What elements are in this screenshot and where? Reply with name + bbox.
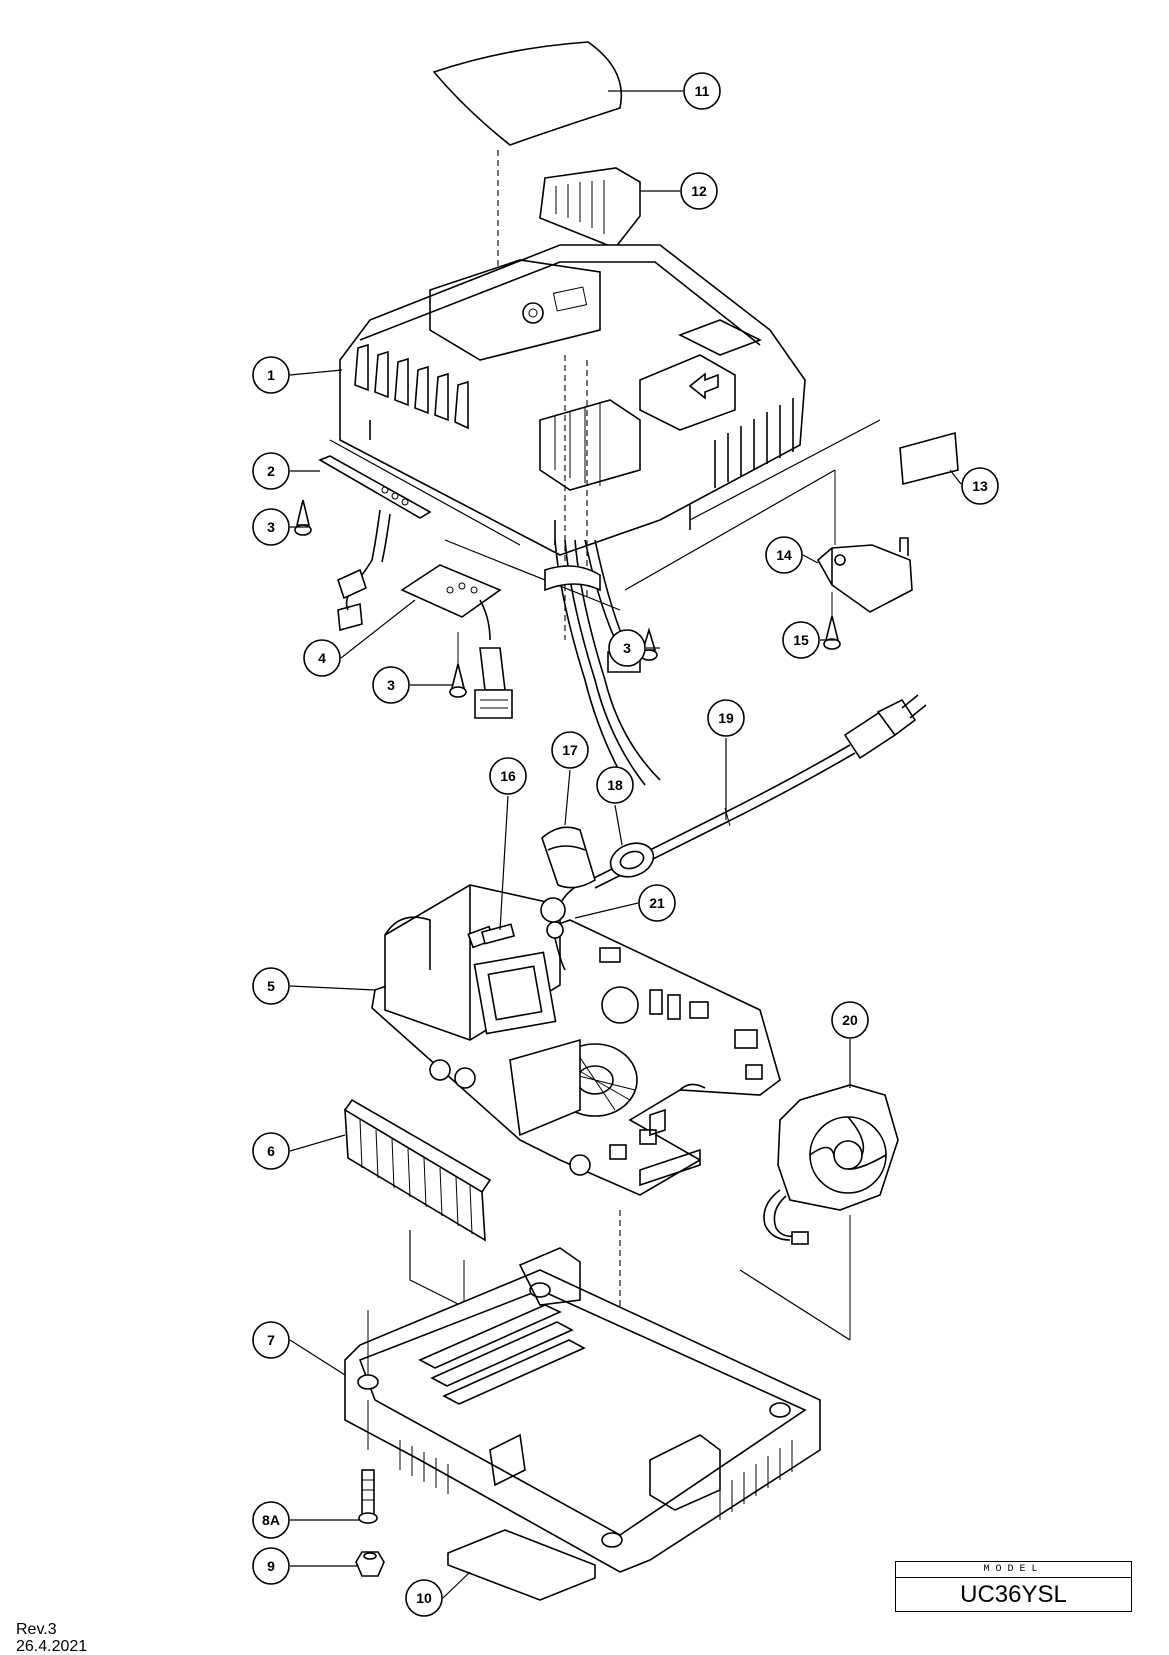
- callout-circle: [608, 629, 646, 667]
- model-caption: MODEL: [896, 1562, 1131, 1578]
- callout-circle: [551, 731, 589, 769]
- callout-label: 8A: [262, 1512, 280, 1528]
- callout-13: 13: [961, 467, 999, 505]
- callout-21: 21: [638, 884, 676, 922]
- callout-2: 2: [252, 452, 290, 490]
- callout-circle: [252, 1501, 290, 1539]
- callout-9: 9: [252, 1547, 290, 1585]
- callout-label: 15: [793, 632, 809, 648]
- callout-label: 1: [267, 367, 275, 383]
- callout-6: 6: [252, 1132, 290, 1170]
- callout-circle: [252, 1132, 290, 1170]
- callout-label: 18: [607, 777, 623, 793]
- callout-label: 3: [267, 519, 275, 535]
- part-ferrite-core: [609, 842, 655, 878]
- callout-8A: 8A: [252, 1501, 290, 1539]
- callout-circle: [596, 766, 634, 804]
- callout-circle: [707, 699, 745, 737]
- callout-12: 12: [680, 172, 718, 210]
- callout-circle: [782, 621, 820, 659]
- revision-number: Rev.3: [16, 1621, 57, 1638]
- part-bottom-plate: [447, 1529, 596, 1601]
- part-led-board: [318, 439, 521, 632]
- callout-label: 11: [695, 83, 710, 99]
- part-bolt: [358, 1469, 378, 1524]
- callout-label: 12: [691, 183, 707, 199]
- callout-label: 4: [318, 650, 326, 666]
- callout-label: 9: [267, 1558, 275, 1574]
- callout-label: 21: [649, 895, 665, 911]
- callout-16: 16: [489, 757, 527, 795]
- callout-3: 3: [372, 666, 410, 704]
- part-sleeve: [541, 826, 596, 889]
- callout-7: 7: [252, 1321, 290, 1359]
- callout-circle: [683, 72, 721, 110]
- callout-label: 7: [267, 1332, 275, 1348]
- part-fuse: [480, 923, 516, 945]
- callout-15: 15: [782, 621, 820, 659]
- callout-label: 17: [562, 742, 578, 758]
- revision-block: Rev.3 26.4.2021: [16, 1621, 87, 1655]
- callout-circle: [252, 508, 290, 546]
- callout-3: 3: [252, 508, 290, 546]
- callout-label: 14: [776, 547, 792, 563]
- callout-10: 10: [405, 1579, 443, 1617]
- callout-1: 1: [252, 356, 290, 394]
- part-wire-harness: [544, 539, 661, 791]
- callout-circle: [372, 666, 410, 704]
- leader-lines: [289, 90, 962, 1599]
- callout-circle: [252, 1321, 290, 1359]
- part-bracket: [624, 469, 913, 613]
- callout-11: 11: [683, 72, 721, 110]
- callout-label: 16: [500, 768, 516, 784]
- callout-circle: [680, 172, 718, 210]
- callout-label: 2: [267, 463, 275, 479]
- callout-label: 6: [267, 1143, 275, 1159]
- callout-circle: [961, 467, 999, 505]
- callout-circle: [489, 757, 527, 795]
- part-small-pcb: [400, 539, 621, 719]
- part-upper-case: [339, 244, 806, 640]
- callout-circle: [252, 356, 290, 394]
- callout-3: 3: [608, 629, 646, 667]
- model-box: MODEL UC36YSL: [895, 1561, 1132, 1612]
- callout-5: 5: [252, 967, 290, 1005]
- part-nut: [355, 1551, 385, 1577]
- callout-circle: [252, 967, 290, 1005]
- callout-4: 4: [303, 639, 341, 677]
- callout-circle: [252, 1547, 290, 1585]
- callout-label: 19: [718, 710, 734, 726]
- callout-label: 5: [267, 978, 275, 994]
- part-small-label: [689, 419, 959, 521]
- callout-circle: [405, 1579, 443, 1617]
- callout-circle: [252, 452, 290, 490]
- callout-label: 3: [623, 640, 631, 656]
- revision-date: 26.4.2021: [16, 1638, 88, 1655]
- part-fan: [739, 1084, 899, 1341]
- callout-label: 10: [416, 1590, 432, 1606]
- callout-label: 3: [387, 677, 395, 693]
- callout-label: 13: [972, 478, 988, 494]
- callout-14: 14: [765, 536, 803, 574]
- callout-circle: [638, 884, 676, 922]
- callout-label: 20: [842, 1012, 858, 1028]
- part-lower-case: [344, 1247, 821, 1573]
- part-screws: [294, 499, 841, 698]
- callout-17: 17: [551, 731, 589, 769]
- callout-circle: [831, 1001, 869, 1039]
- callout-18: 18: [596, 766, 634, 804]
- model-name: UC36YSL: [960, 1581, 1067, 1608]
- callout-circle: [303, 639, 341, 677]
- callout-20: 20: [831, 1001, 869, 1039]
- callout-19: 19: [707, 699, 745, 737]
- callout-circle: [765, 536, 803, 574]
- part-thermistor: [546, 921, 566, 971]
